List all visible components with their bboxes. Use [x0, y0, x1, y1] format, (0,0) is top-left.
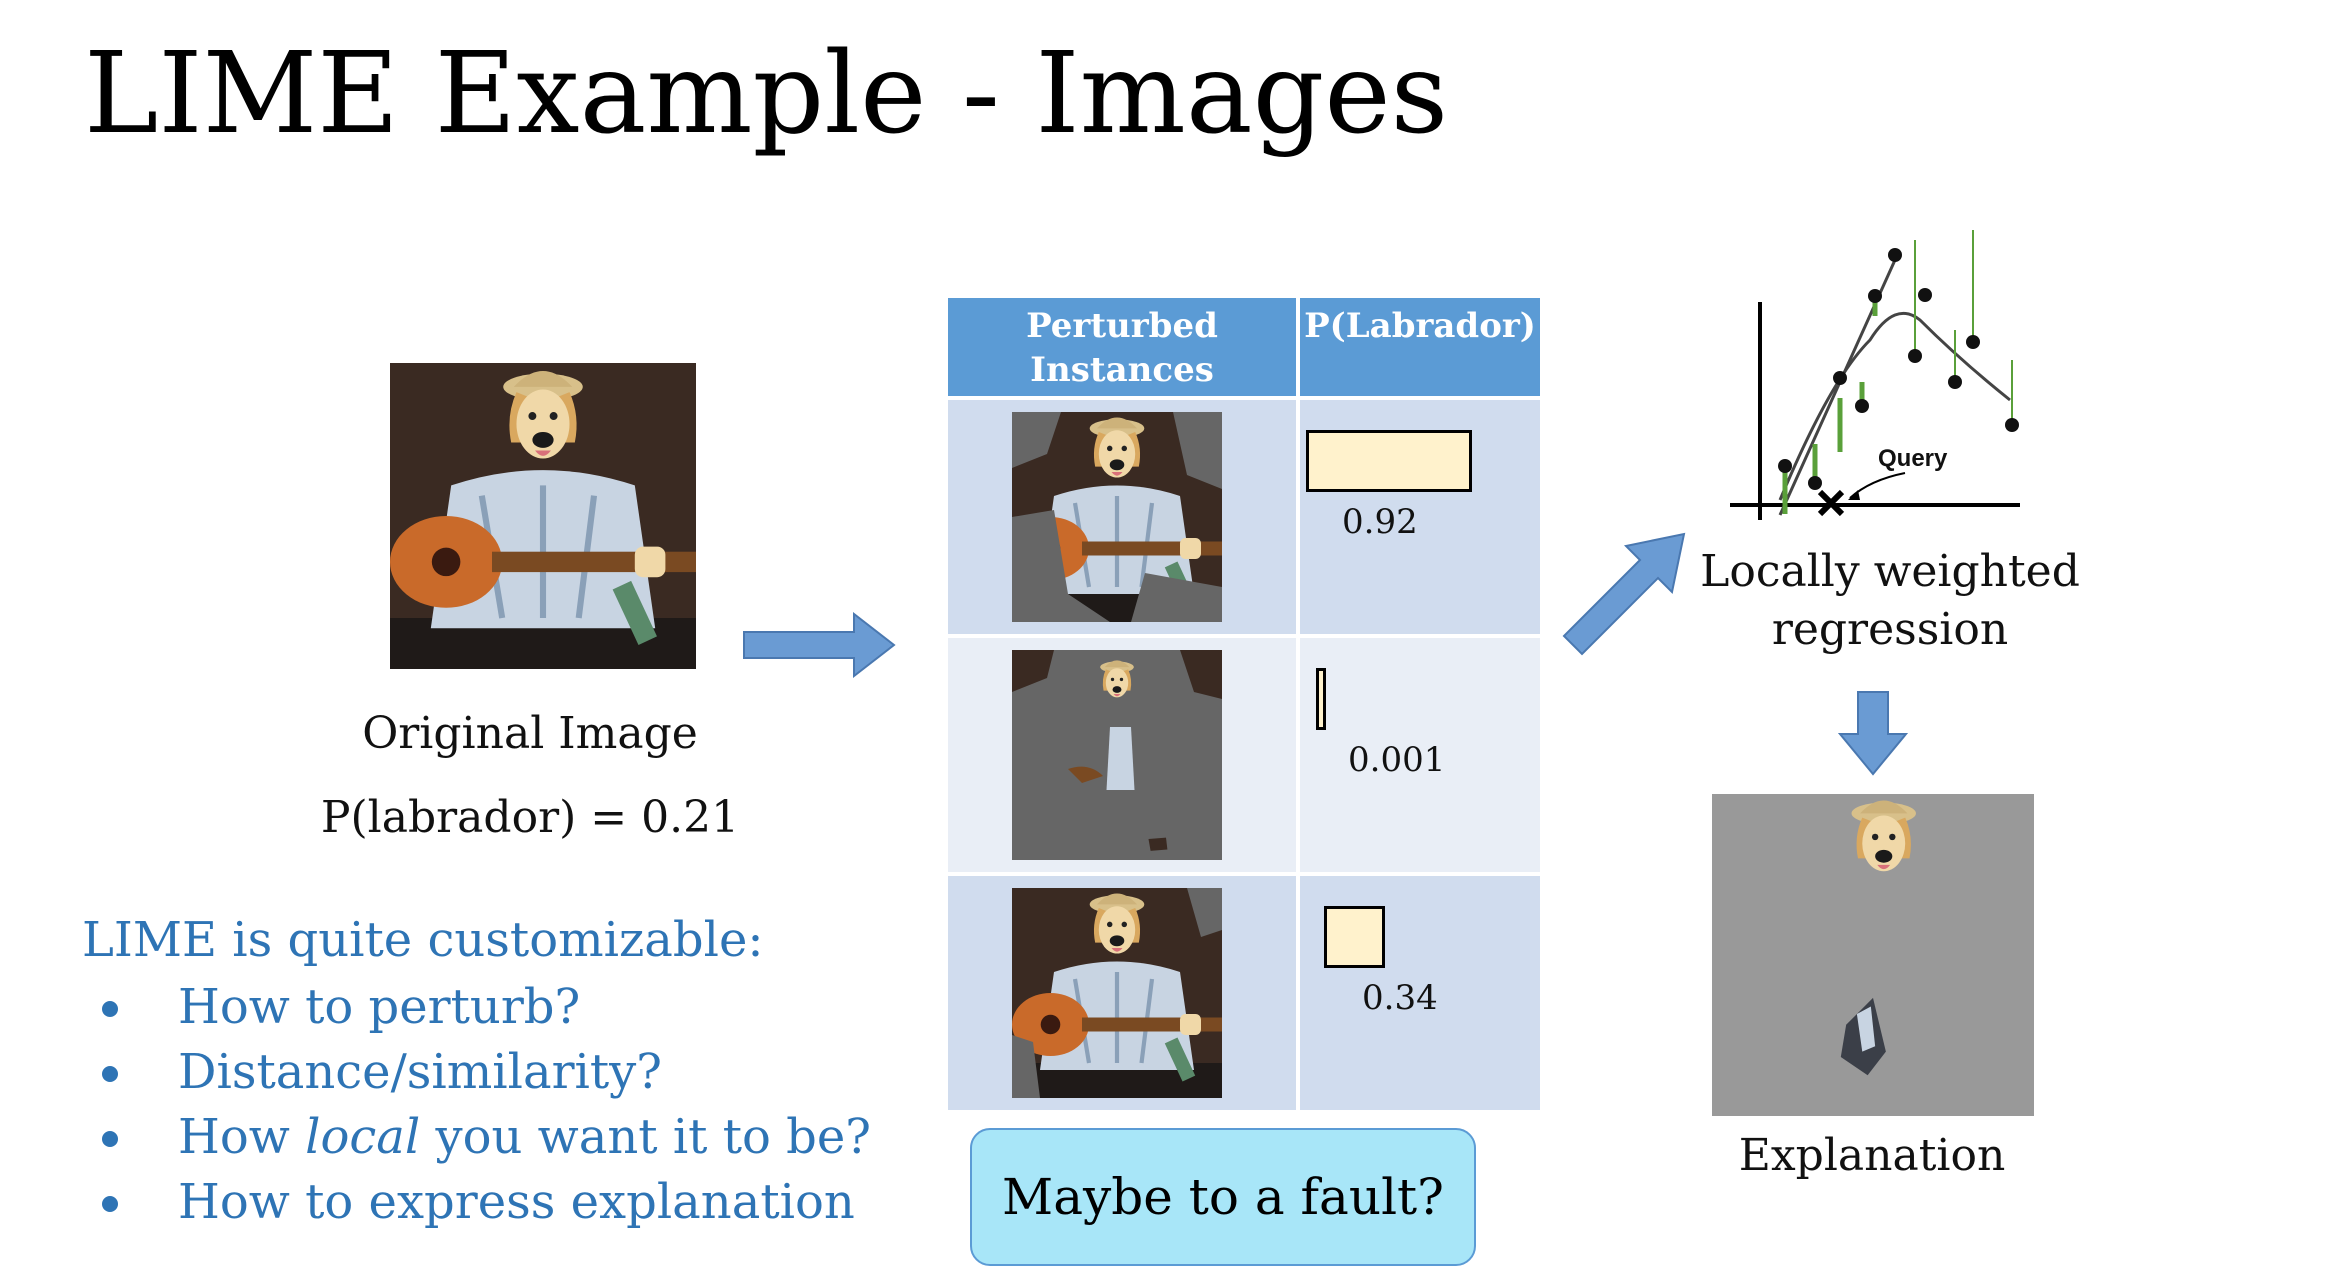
- probability-value: 0.34: [1362, 978, 1438, 1018]
- header-instances: Perturbed Instances: [948, 298, 1296, 396]
- list-item: How local you want it to be?: [90, 1105, 871, 1170]
- header-probability: P(Labrador): [1300, 298, 1540, 396]
- explanation-caption: Explanation: [1738, 1130, 2006, 1181]
- table-row: 0.001: [948, 638, 1540, 872]
- perturbed-image: [1012, 412, 1222, 622]
- arrow-right-icon: [743, 612, 896, 678]
- bullet-icon: [102, 1066, 118, 1082]
- regression-plot: Query: [1730, 230, 2020, 520]
- slide-title: LIME Example - Images: [84, 29, 1449, 159]
- list-item: Distance/similarity?: [90, 1040, 871, 1105]
- perturbed-table: Perturbed Instances P(Labrador) 0.92: [944, 294, 1544, 1114]
- perturbed-image: [1012, 650, 1222, 860]
- explanation-image: [1712, 794, 2034, 1116]
- table-row: 0.34: [948, 876, 1540, 1110]
- probability-value: 0.001: [1348, 740, 1446, 780]
- bullet-icon: [102, 1196, 118, 1212]
- probability-value: 0.92: [1342, 502, 1418, 542]
- customizable-list: How to perturb? Distance/similarity? How…: [90, 975, 871, 1235]
- bullet-icon: [102, 1131, 118, 1147]
- original-image-label: Original Image: [362, 708, 698, 759]
- bullet-icon: [102, 1001, 118, 1017]
- original-image: [390, 363, 696, 669]
- regression-caption-line1: Locally weighted: [1700, 546, 2080, 597]
- probability-bar: [1324, 906, 1385, 968]
- arrow-down-icon: [1838, 691, 1908, 776]
- arrow-up-right-icon: [1562, 532, 1686, 656]
- probability-bar: [1306, 430, 1472, 492]
- original-probability: P(labrador) = 0.21: [320, 792, 740, 843]
- customizable-heading: LIME is quite customizable:: [82, 912, 764, 968]
- probability-bar: [1316, 668, 1326, 730]
- maybe-to-a-fault-callout: Maybe to a fault?: [970, 1128, 1476, 1266]
- regression-caption-line2: regression: [1771, 604, 2009, 655]
- perturbed-image: [1012, 888, 1222, 1098]
- list-item: How to express explanation: [90, 1170, 871, 1235]
- table-row: 0.92: [948, 400, 1540, 634]
- query-label: Query: [1878, 445, 1948, 472]
- list-item: How to perturb?: [90, 975, 871, 1040]
